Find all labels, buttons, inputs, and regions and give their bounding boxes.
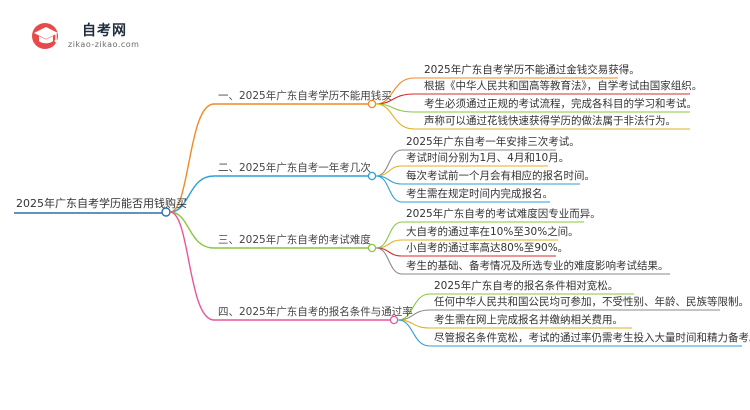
branch-3-leaf-1-link (375, 221, 584, 249)
branch-4-leaf: 任何中华人民共和国公民均可参加，不受性别、年龄、民族等限制。 (434, 296, 749, 308)
branch-2-leaf: 每次考试前一个月会有相应的报名时间。 (406, 170, 595, 182)
branch-3-leaf: 考生的基础、备考情况及所选专业的难度影响考试结果。 (406, 260, 669, 272)
branch-3-leaf-4-link (375, 247, 670, 275)
branch-2-leaf: 考试时间分别为1月、4月和10月。 (406, 152, 570, 164)
branch-2-label: 二、2025年广东自考一年考几次 (218, 162, 371, 174)
branch-4-leaf-2-link (397, 309, 720, 321)
branch-2-link (169, 175, 215, 213)
graduation-cap-icon (32, 23, 58, 49)
branch-3-leaf-2-link (375, 239, 558, 249)
branch-2-leaf-2-link (375, 165, 548, 177)
branch-1-label: 一、2025年广东自考学历不能用钱买 (218, 90, 392, 102)
branch-1-leaf-2-link (375, 93, 690, 105)
branch-3-link (169, 211, 215, 249)
branch-3-leaf: 小自考的通过率高达80%至90%。 (406, 242, 569, 254)
branch-4-leaf: 考生需在网上完成报名并缴纳相关费用。 (434, 314, 623, 326)
branch-2-leaf: 考生需在规定时间内完成报名。 (406, 188, 553, 200)
branch-2-leaf: 2025年广东自考一年安排三次考试。 (406, 136, 580, 148)
branch-4-leaf-4-link (397, 319, 742, 347)
branch-3-label: 三、2025年广东自考的考试难度 (218, 234, 371, 246)
branch-1-leaf-4-link (375, 103, 690, 130)
branch-1-leaf: 2025年广东自考学历不能通过金钱交易获得。 (424, 64, 640, 76)
branch-1-leaf: 考生必须通过正规的考试流程，完成各科目的学习和考试。 (424, 98, 697, 110)
logo-title: 自考网 (82, 23, 127, 39)
branch-4-label: 四、2025年广东自考的报名条件与通过率 (218, 306, 413, 318)
logo-subtitle: zikao-zikao.com (68, 40, 140, 49)
branch-2-leaf-4-link (375, 175, 550, 203)
branch-3-leaf: 大自考的通过率在10%至30%之间。 (406, 226, 579, 238)
branch-3-leaf: 2025年广东自考的考试难度因专业而异。 (406, 208, 601, 220)
root-topic: 2025年广东自考学历能否用钱购买 (16, 197, 187, 210)
branch-4-leaf: 2025年广东自考的报名条件相对宽松。 (434, 280, 619, 292)
branch-4-leaf: 尽管报名条件宽松，考试的通过率仍需考生投入大量时间和精力备考。 (434, 332, 750, 344)
branch-1-leaf: 声称可以通过花钱快速获得学历的做法属于非法行为。 (424, 115, 676, 127)
branch-1-leaf: 根据《中华人民共和国高等教育法》，自学考试由国家组织。 (424, 80, 703, 92)
branch-1-link (169, 103, 215, 213)
branch-4-link (169, 211, 215, 321)
site-logo[interactable]: 自考网 zikao-zikao.com (30, 18, 180, 54)
